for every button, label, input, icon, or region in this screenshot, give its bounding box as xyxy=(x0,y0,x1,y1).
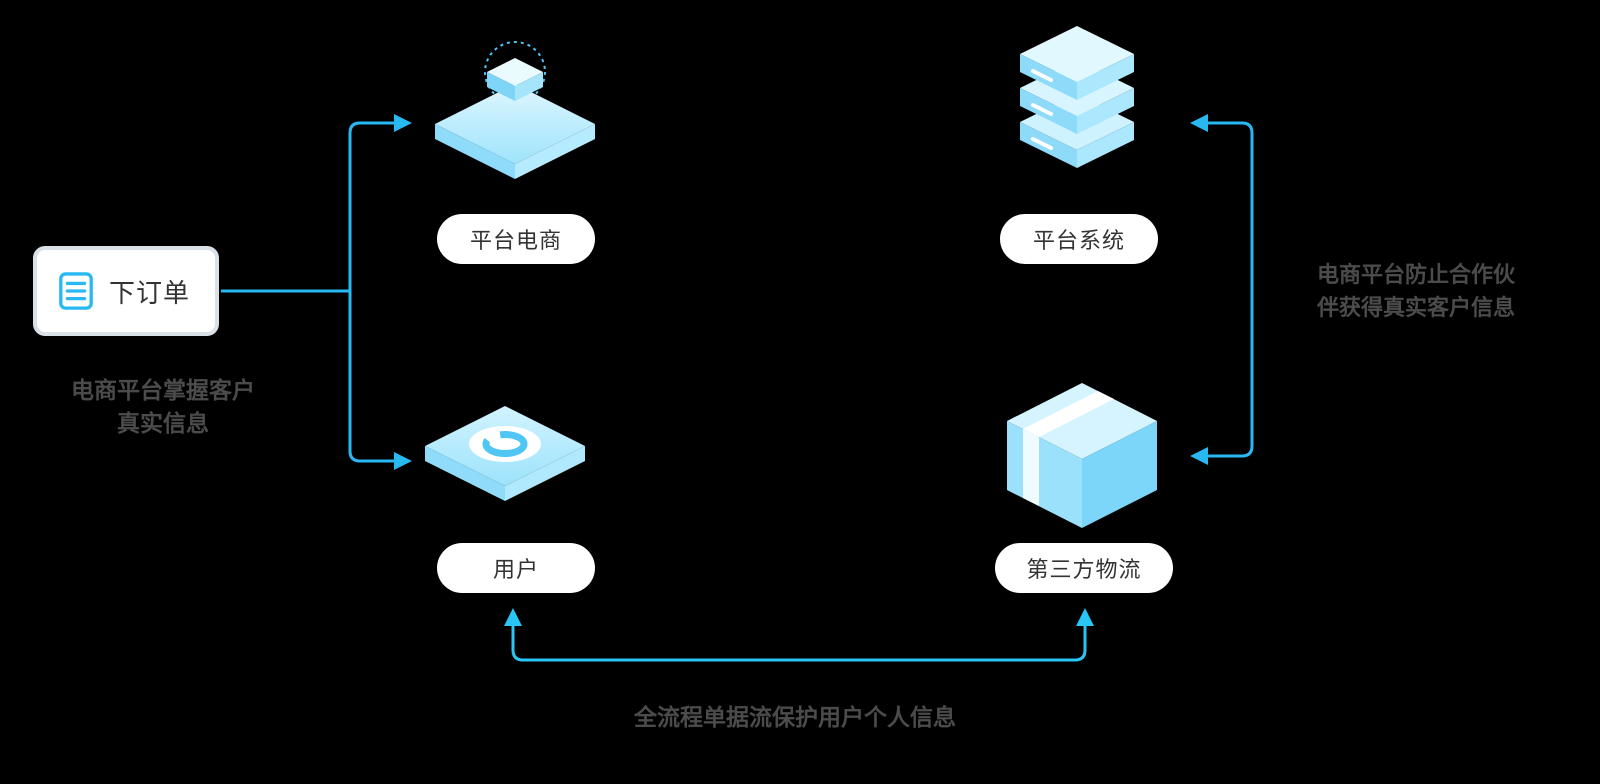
label-platform-ecommerce: 平台电商 xyxy=(437,214,595,264)
arrowhead-to-user xyxy=(394,452,412,470)
note-left: 电商平台掌握客户 真实信息 xyxy=(71,377,255,436)
label-platform-system: 平台系统 xyxy=(1000,214,1158,264)
user-tile-icon xyxy=(425,406,585,501)
user-node xyxy=(420,396,590,521)
logistics-node xyxy=(1002,378,1162,538)
platform-system-node xyxy=(1005,16,1155,181)
arrowhead-bottom-to-logistics xyxy=(1076,608,1094,626)
isometric-platform-icon xyxy=(435,41,595,179)
order-box-label: 下订单 xyxy=(109,277,191,308)
label-user: 用户 xyxy=(437,543,595,593)
arrowhead-to-platform-system xyxy=(1190,114,1208,132)
arrowhead-to-platform-ecommerce xyxy=(394,114,412,132)
order-box: 下订单 xyxy=(33,246,219,336)
note-right: 电商平台防止合作伙 伴获得真实客户信息 xyxy=(1316,262,1515,320)
arrowhead-to-logistics xyxy=(1190,447,1208,465)
package-box-icon xyxy=(1007,383,1157,528)
platform-ecommerce-node xyxy=(430,22,600,187)
server-stack-icon xyxy=(1020,26,1134,168)
arrow-bottom-flow xyxy=(511,624,1087,662)
arrowhead-bottom-to-user xyxy=(504,608,522,626)
note-bottom: 全流程单据流保护用户个人信息 xyxy=(634,704,956,730)
label-third-party-logistics: 第三方物流 xyxy=(995,543,1173,593)
arrow-right-bracket xyxy=(1206,121,1254,458)
order-document-icon xyxy=(59,272,93,310)
